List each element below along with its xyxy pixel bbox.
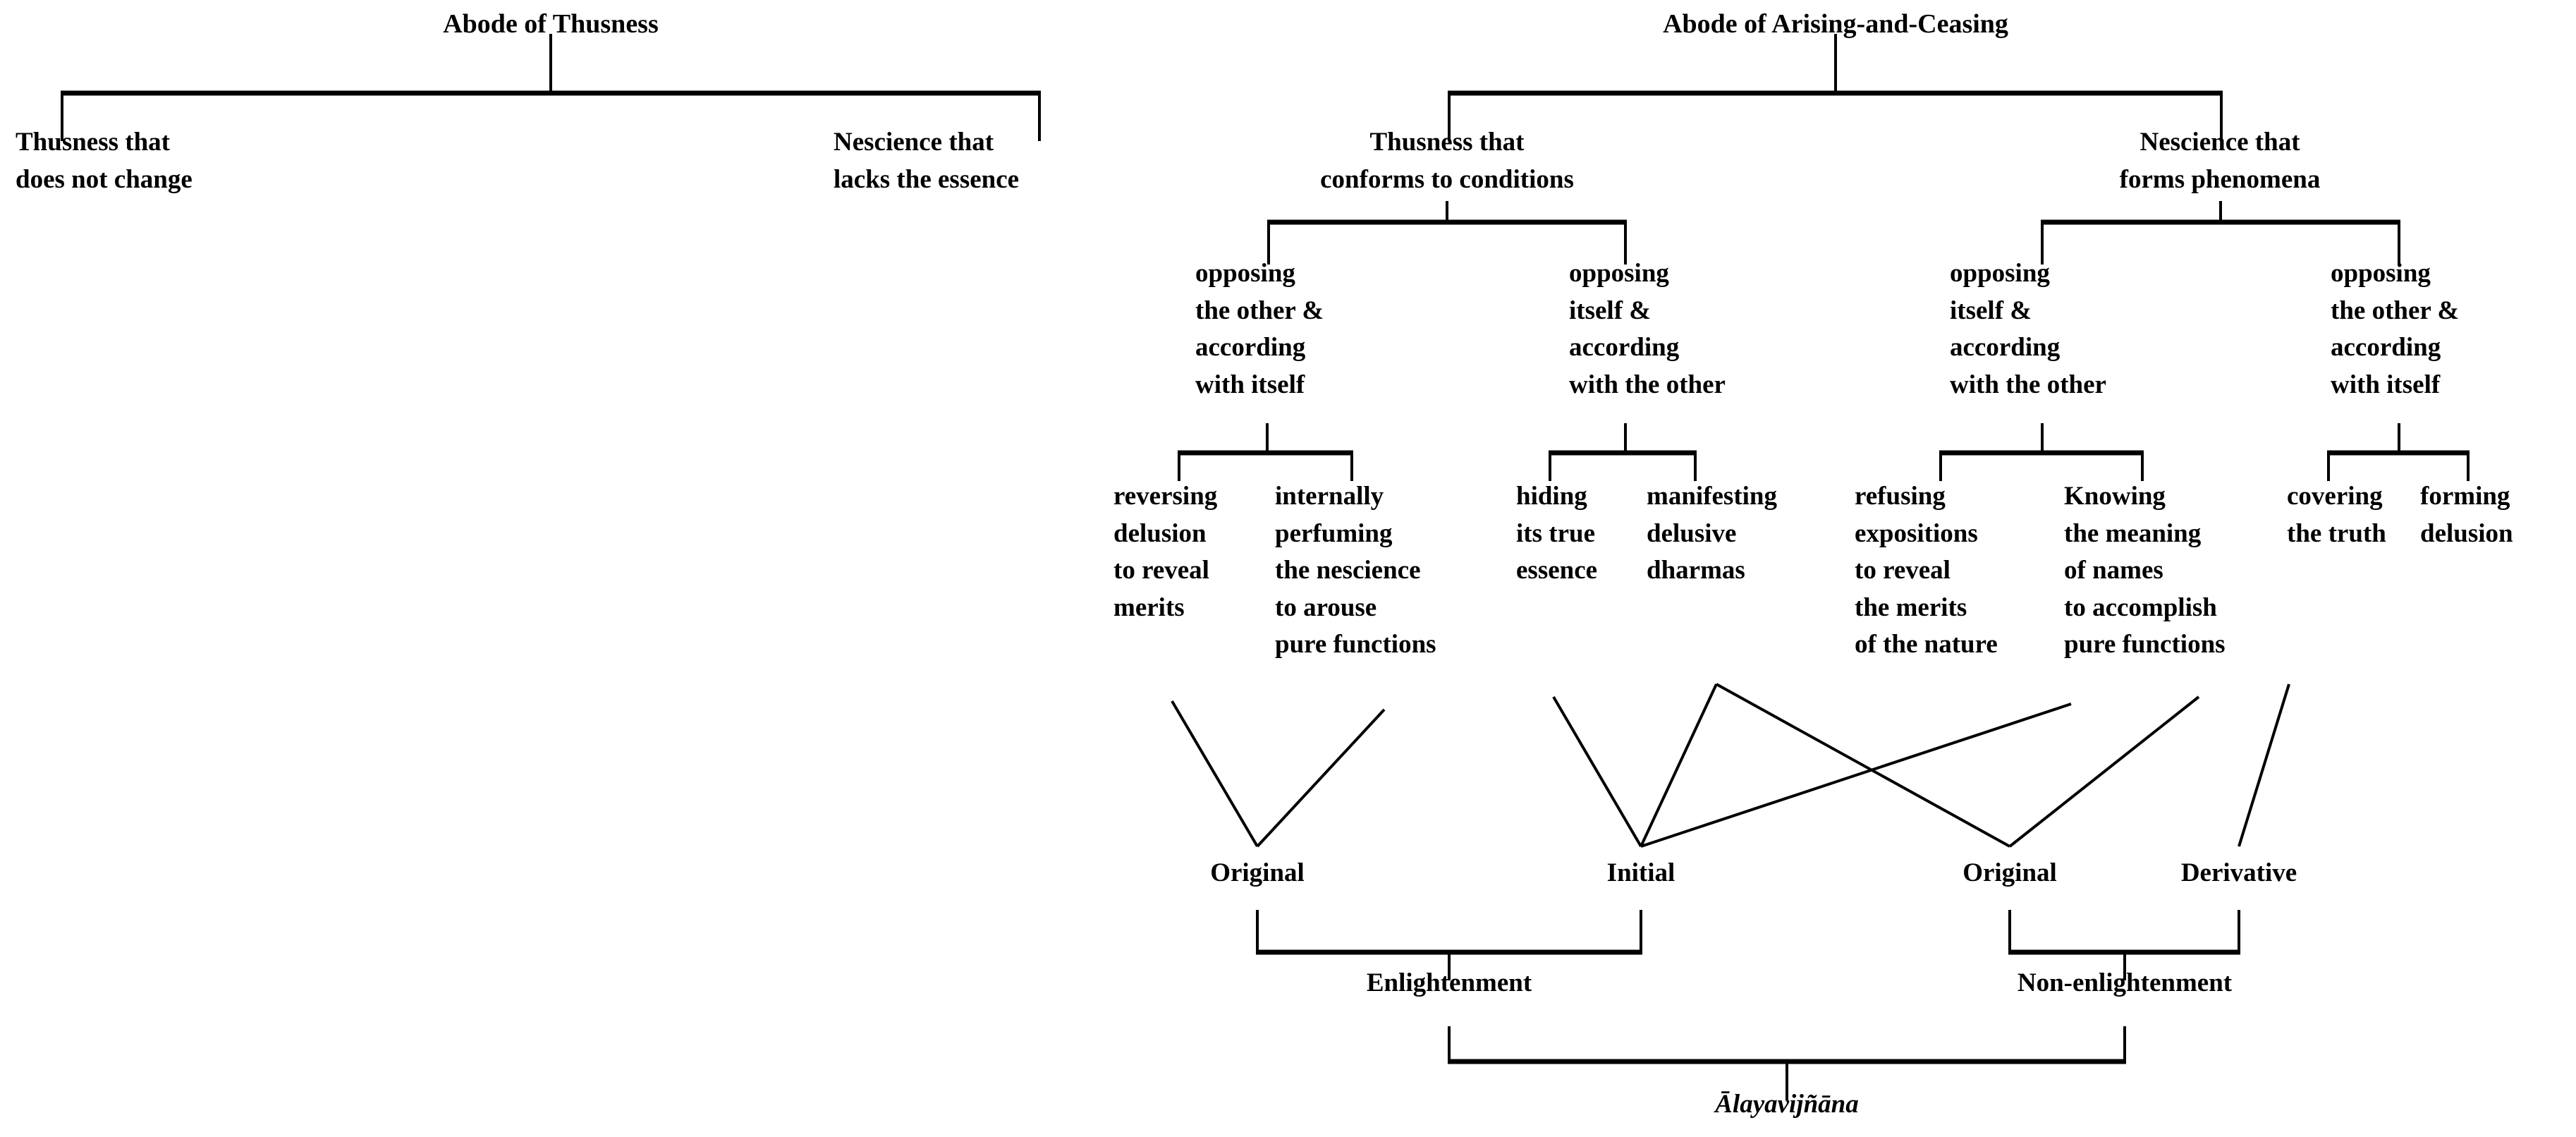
left-child-nescience: Nescience that lacks the essence — [834, 128, 1020, 194]
right-leaf-7: covering the truth — [2287, 482, 2386, 548]
right-leaf-5: refusing expositions to reveal the merit… — [1855, 482, 1998, 659]
edge-cross-7 — [2008, 695, 2200, 848]
root-node-alayavijnana: Ālayavijñāna — [1715, 1090, 1859, 1119]
right-leaf-1: reversing delusion to reveal merits — [1113, 482, 1218, 622]
edge-cross-8 — [2238, 683, 2290, 847]
edge-cross-5 — [1716, 683, 2010, 848]
group-node-non-enlightenment: Non-enlightenment — [2017, 968, 2233, 997]
aggregate-node-original-2: Original — [1962, 858, 2057, 887]
right-level2-thusness: Thusness that conforms to conditions — [1320, 128, 1574, 194]
right-leaf-6: Knowing the meaning of names to accompli… — [2064, 482, 2226, 659]
right-leaf-3: hiding its true essence — [1516, 482, 1598, 585]
group-node-enlightenment: Enlightenment — [1366, 968, 1532, 997]
right-level3-block-4: opposing the other & according with itse… — [2331, 259, 2460, 399]
right-level2-nescience: Nescience that forms phenomena — [2119, 128, 2321, 194]
edge-cross-1 — [1171, 700, 1259, 848]
right-leaf-8: forming delusion — [2420, 482, 2513, 548]
edge-cross-3 — [1552, 695, 1642, 848]
left-root-title: Abode of Thusness — [443, 9, 659, 39]
right-leaf-4: manifesting delusive dharmas — [1647, 482, 1777, 585]
edge-cross-4 — [1640, 683, 1718, 847]
right-level3-block-2: opposing itself & according with the oth… — [1569, 259, 1726, 399]
aggregate-node-original-1: Original — [1210, 858, 1305, 887]
aggregate-node-initial: Initial — [1606, 858, 1675, 887]
aggregate-node-derivative: Derivative — [2180, 858, 2297, 887]
right-leaf-2: internally perfuming the nescience to ar… — [1275, 482, 1436, 659]
edge-cross-6 — [1640, 703, 2072, 848]
left-child-thusness: Thusness that does not change — [16, 128, 193, 194]
right-level3-block-3: opposing itself & according with the oth… — [1950, 259, 2106, 399]
edge-cross-2 — [1256, 708, 1386, 848]
right-level3-block-1: opposing the other & according with itse… — [1195, 259, 1324, 399]
right-root-title: Abode of Arising-and-Ceasing — [1663, 9, 2008, 39]
